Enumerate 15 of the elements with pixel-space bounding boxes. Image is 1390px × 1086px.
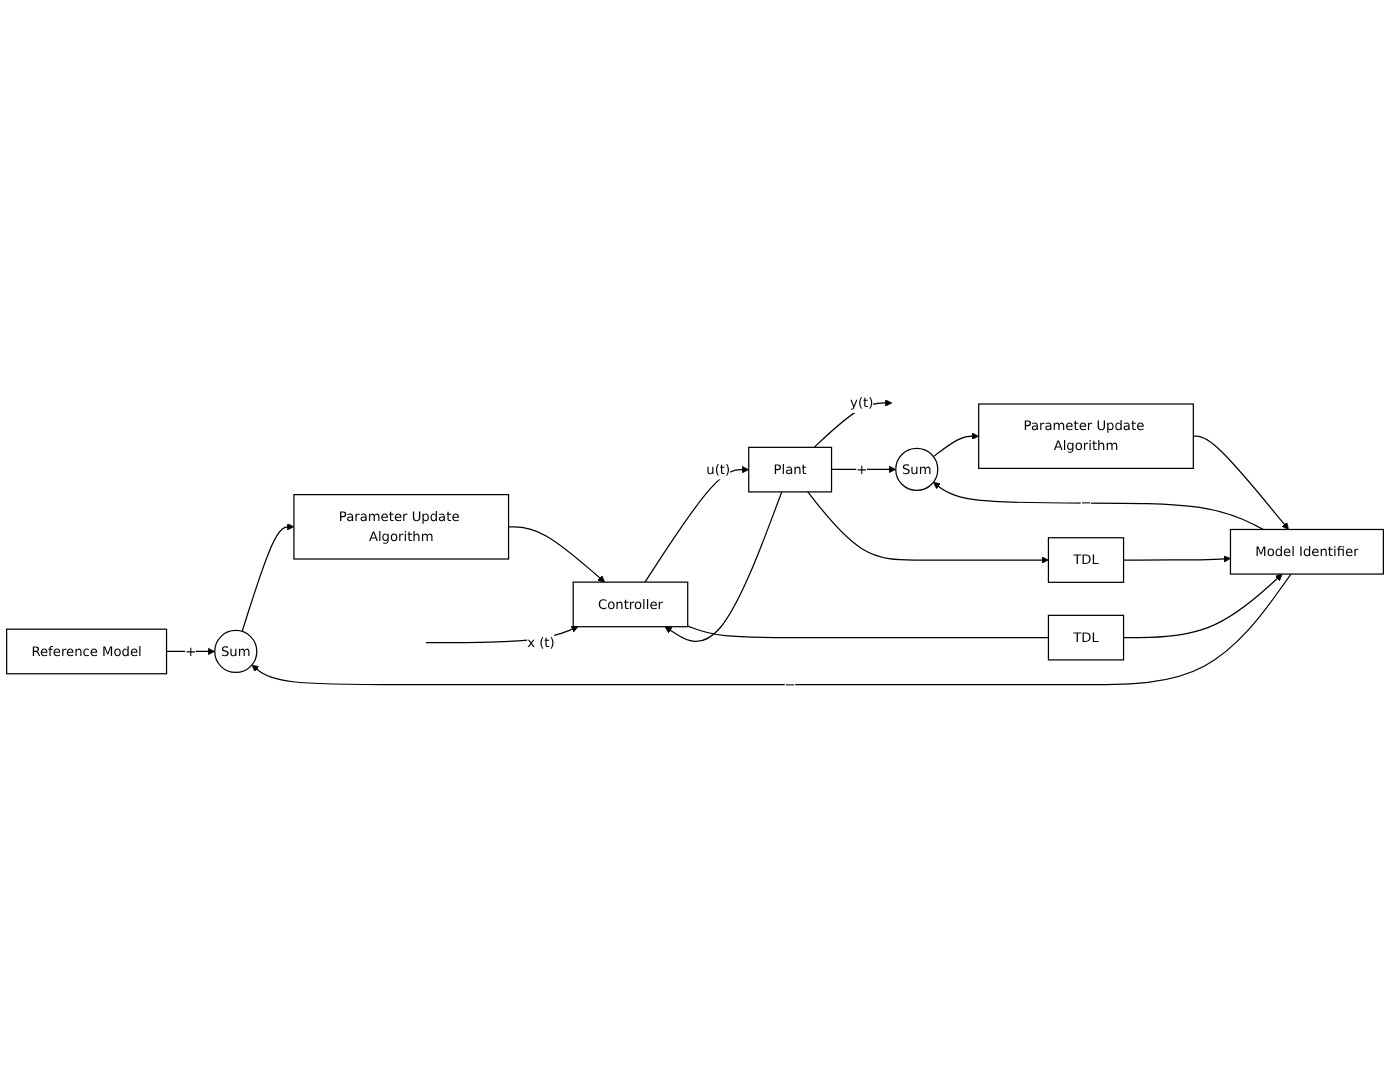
arrow bbox=[932, 432, 979, 458]
connector bbox=[687, 625, 1050, 639]
arrow bbox=[241, 523, 295, 633]
arrow bbox=[251, 573, 1292, 686]
arrow bbox=[507, 526, 606, 583]
arrow bbox=[813, 399, 893, 449]
arrow bbox=[1192, 436, 1289, 531]
arrow bbox=[1122, 555, 1231, 563]
arrow bbox=[1122, 574, 1283, 639]
arrow bbox=[664, 491, 783, 643]
arrow bbox=[425, 626, 579, 644]
arrow bbox=[830, 466, 897, 474]
arrow bbox=[644, 466, 750, 584]
arrow bbox=[807, 491, 1049, 565]
arrow bbox=[933, 482, 1265, 531]
